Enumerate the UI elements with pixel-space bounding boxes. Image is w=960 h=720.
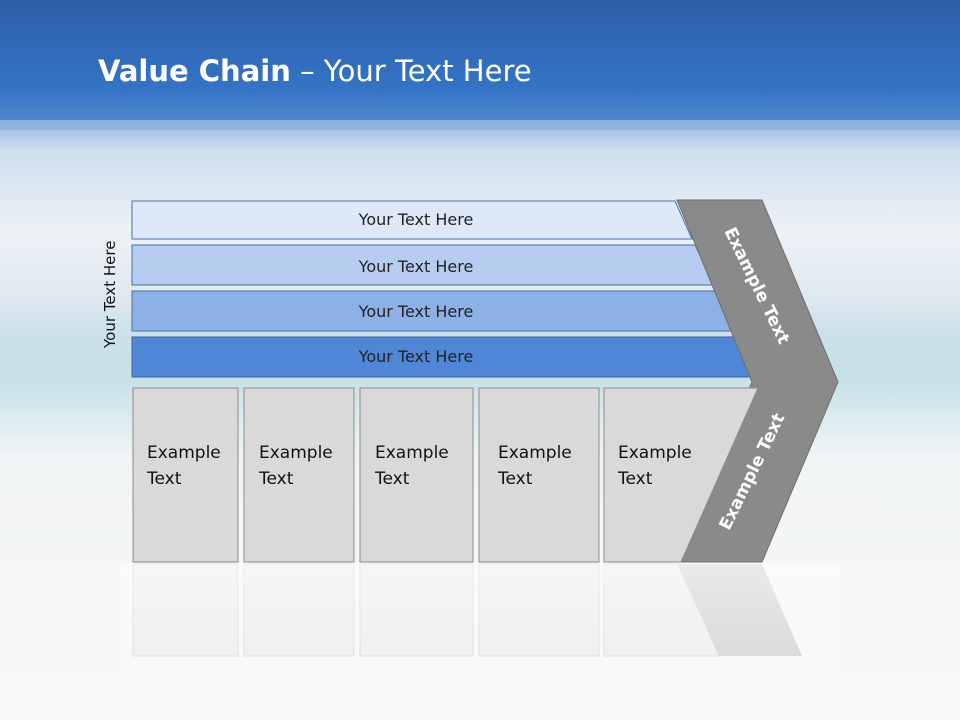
box-3-line-2: Text [374, 469, 410, 489]
bar-3-label: Your Text Here [358, 302, 474, 321]
title-bold: Value Chain [98, 54, 291, 88]
box-2 [243, 387, 355, 563]
box-4-line-2: Text [497, 469, 533, 489]
box-3 [359, 387, 474, 563]
box-4 [478, 387, 600, 563]
title-band [0, 0, 960, 130]
box-3-line-1: Example [375, 443, 449, 463]
box-2-line-2: Text [258, 469, 294, 489]
box-4-line-1: Example [498, 443, 572, 463]
vertical-label: Your Text Here [101, 240, 119, 348]
box-1 [132, 387, 239, 563]
box-2-line-1: Example [259, 443, 333, 463]
bar-2-label: Your Text Here [358, 257, 474, 276]
box-5-line-1: Example [618, 443, 692, 463]
box-5 [603, 387, 759, 563]
box-5-line-2: Text [617, 469, 653, 489]
bar-4-label: Your Text Here [358, 347, 474, 366]
box-1-line-2: Text [146, 469, 182, 489]
bar-1 [131, 200, 693, 240]
box-1-line-1: Example [147, 443, 221, 463]
reflection-fade [120, 563, 840, 720]
title-rest: – Your Text Here [290, 54, 532, 88]
page-title: Value Chain – Your Text Here [98, 54, 532, 88]
bar-1-label: Your Text Here [358, 210, 474, 229]
